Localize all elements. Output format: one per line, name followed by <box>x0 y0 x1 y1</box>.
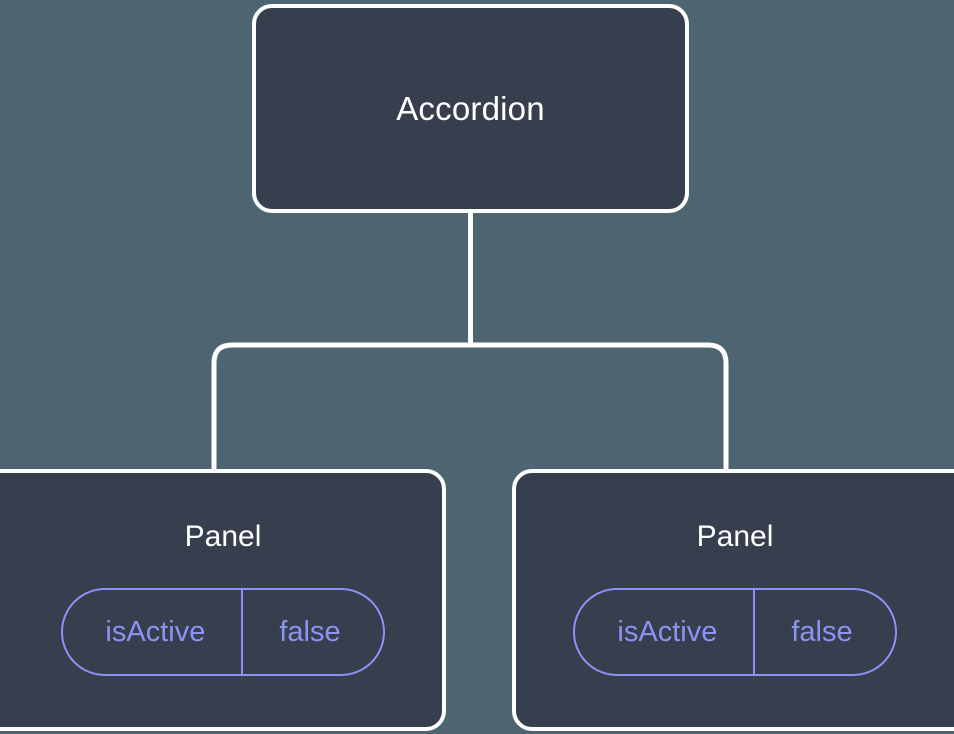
node-accordion-label: Accordion <box>396 90 545 127</box>
prop-value-left: false <box>241 590 382 674</box>
prop-pill-right[interactable]: isActive false <box>573 588 897 676</box>
prop-key-right: isActive <box>617 615 718 648</box>
node-panel-left[interactable]: Panel isActive false <box>0 469 446 731</box>
prop-key-left: isActive <box>105 615 206 648</box>
edge-branch-left <box>211 342 471 472</box>
node-panel-left-label: Panel <box>184 520 262 553</box>
prop-value-right: false <box>753 590 894 674</box>
node-panel-right-label: Panel <box>696 520 774 553</box>
node-panel-right[interactable]: Panel isActive false <box>512 469 954 731</box>
node-accordion[interactable]: Accordion <box>252 4 689 213</box>
node-panel-left-content: Panel isActive false <box>0 473 453 676</box>
prop-pill-left[interactable]: isActive false <box>61 588 385 676</box>
edge-branch-right <box>470 342 729 472</box>
node-panel-right-content: Panel isActive false <box>505 473 954 676</box>
